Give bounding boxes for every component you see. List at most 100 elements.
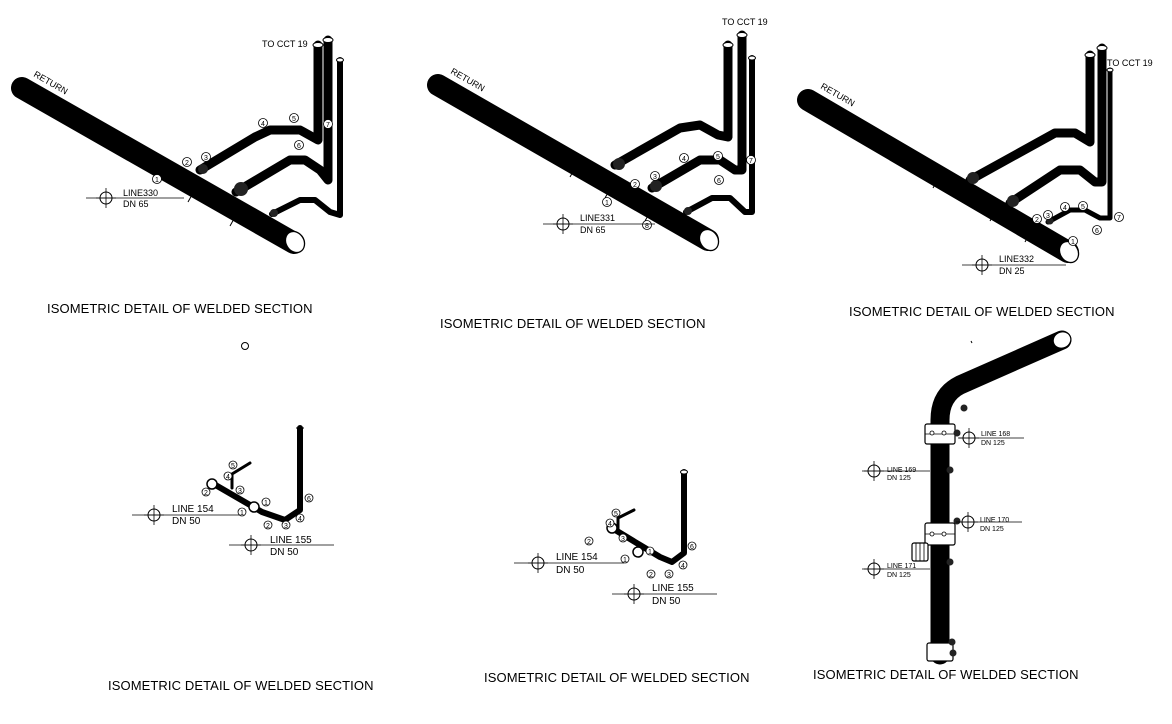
detail-4-line-a-size: DN 50 [172,516,201,527]
detail-1-branch-pipes [195,35,344,218]
detail-5-marker-2b: 2 [649,572,653,579]
detail-4-marker-3b: 3 [284,523,288,530]
detail-2-caption: ISOMETRIC DETAIL OF WELDED SECTION [440,316,706,331]
detail-6-line-b-size: DN 125 [887,475,911,482]
detail-4-line-tag-b: LINE 155 DN 50 [229,534,334,558]
detail-3-line-tag: LINE332 DN 25 [962,254,1066,276]
detail-2-marker-7: 7 [749,158,753,165]
detail-2-marker-8: 8 [645,223,649,230]
detail-3-marker-1: 1 [1071,239,1075,246]
detail-1-marker-6: 6 [297,143,301,150]
detail-5-marker-4b: 4 [681,563,685,570]
detail-4-marker-4: 4 [226,474,230,481]
detail-4-drawing: 1 2 3 4 5 6 1 2 3 4 LINE 154 DN 50 [132,425,334,558]
detail-4-line-b-label: LINE 155 [270,535,312,546]
detail-3-line-size: DN 25 [999,266,1025,276]
detail-2-line-label: LINE331 [580,213,615,223]
detail-2-weld-markers: 1 2 3 4 5 6 7 8 [602,151,756,230]
detail-1-line-size: DN 65 [123,199,149,209]
detail-2-marker-1: 1 [605,200,609,207]
stray-circle-mark [241,342,249,350]
detail-4-marker-3: 3 [238,488,242,495]
detail-6-line-tag-b: LINE 169 DN 125 [862,460,930,482]
detail-1-line-label: LINE330 [123,188,158,198]
detail-1-line-tag: LINE330 DN 65 [86,187,184,209]
detail-5-drawing: 1 2 3 4 5 6 1 2 3 4 LINE 154 DN 50 [514,469,717,607]
detail-3-marker-2: 2 [1035,217,1039,224]
detail-2-return-pipe [427,74,720,252]
detail-5-line-b-size: DN 50 [652,596,681,607]
detail-4-marker-5: 5 [231,463,235,470]
detail-5-marker-6: 6 [690,544,694,551]
detail-6-line-c-label: LINE 170 [980,517,1009,524]
detail-3-branch-pipes [965,43,1114,225]
detail-1-return-pipe [11,77,306,254]
detail-1-marker-1: 1 [155,177,159,184]
detail-5-caption: ISOMETRIC DETAIL OF WELDED SECTION [484,670,750,685]
detail-4-line-b-size: DN 50 [270,547,299,558]
detail-5-line-b-label: LINE 155 [652,583,694,594]
detail-2-marker-6: 6 [717,178,721,185]
detail-1-marker-2: 2 [185,160,189,167]
detail-6-line-a-label: LINE 168 [981,431,1010,438]
detail-5-marker-3: 3 [621,536,625,543]
detail-6-line-a-size: DN 125 [981,440,1005,447]
detail-4-marker-4b: 4 [298,516,302,523]
detail-3-marker-4: 4 [1063,205,1067,212]
detail-6-line-tag-a: LINE 168 DN 125 [958,427,1024,449]
detail-6-line-d-label: LINE 171 [887,563,916,570]
detail-2-marker-4: 4 [682,156,686,163]
detail-6-line-tag-d: LINE 171 DN 125 [862,558,930,580]
detail-5-line-a-label: LINE 154 [556,552,598,563]
detail-4-marker-1b: 1 [240,510,244,517]
detail-4-marker-2: 2 [204,490,208,497]
detail-5-line-tag-a: LINE 154 DN 50 [514,552,624,576]
detail-3-marker-5: 5 [1081,204,1085,211]
detail-5-line-tag-b: LINE 155 DN 50 [612,583,717,607]
detail-2-line-size: DN 65 [580,225,606,235]
detail-3-drawing: 1 2 3 4 5 6 7 RETURN TO CCT 19 LINE332 D… [797,43,1153,276]
detail-3-marker-3: 3 [1046,213,1050,220]
detail-1-drawing: 1 2 3 4 5 6 7 RETURN TO CCT 19 LINE330 D… [11,35,344,254]
detail-5-marker-1b: 1 [623,557,627,564]
detail-6-pipes [911,330,1072,665]
detail-2-marker-5: 5 [716,154,720,161]
detail-1-marker-3: 3 [204,155,208,162]
detail-6-caption: ISOMETRIC DETAIL OF WELDED SECTION [813,667,1079,682]
detail-6-line-tag-c: LINE 170 DN 125 [956,511,1022,533]
detail-4-weld-markers: 1 2 3 4 5 6 1 2 3 4 [201,460,314,530]
detail-5-marker-1: 1 [648,549,652,556]
detail-1-weld-markers: 1 2 3 4 5 6 7 [152,113,333,184]
detail-5-marker-3b: 3 [667,572,671,579]
detail-2-drawing: 1 2 3 4 5 6 7 8 RETURN TO CCT 19 LINE331… [427,17,768,252]
detail-2-to-label: TO CCT 19 [722,17,768,27]
detail-1-marker-4: 4 [261,121,265,128]
detail-3-weld-markers: 1 2 3 4 5 6 7 [1032,201,1124,246]
detail-3-marker-6: 6 [1095,228,1099,235]
detail-6-line-b-label: LINE 169 [887,467,916,474]
detail-2-marker-3: 3 [653,174,657,181]
detail-5-marker-2: 2 [587,539,591,546]
detail-1-caption: ISOMETRIC DETAIL OF WELDED SECTION [47,301,313,316]
detail-5-pipes [606,469,688,565]
detail-4-marker-6: 6 [307,496,311,503]
detail-5-weld-markers: 1 2 3 4 5 6 1 2 3 4 [584,508,697,579]
detail-2-line-tag: LINE331 DN 65 [543,213,655,235]
detail-3-line-label: LINE332 [999,254,1034,264]
detail-4-pipes [206,425,304,523]
detail-5-line-a-size: DN 50 [556,565,585,576]
detail-6-line-d-size: DN 125 [887,572,911,579]
detail-4-line-tag-a: LINE 154 DN 50 [132,504,240,527]
detail-1-marker-5: 5 [292,116,296,123]
detail-5-marker-4: 4 [608,521,612,528]
detail-6-drawing: LINE 168 DN 125 LINE 169 DN 125 LINE 170… [862,330,1072,665]
detail-4-line-a-label: LINE 154 [172,504,214,515]
detail-3-return-pipe [797,89,1080,264]
detail-1-marker-7: 7 [326,122,330,129]
detail-6-line-c-size: DN 125 [980,526,1004,533]
detail-2-branch-pipes [610,30,756,215]
detail-4-marker-2b: 2 [266,523,270,530]
detail-5-marker-5: 5 [614,511,618,518]
